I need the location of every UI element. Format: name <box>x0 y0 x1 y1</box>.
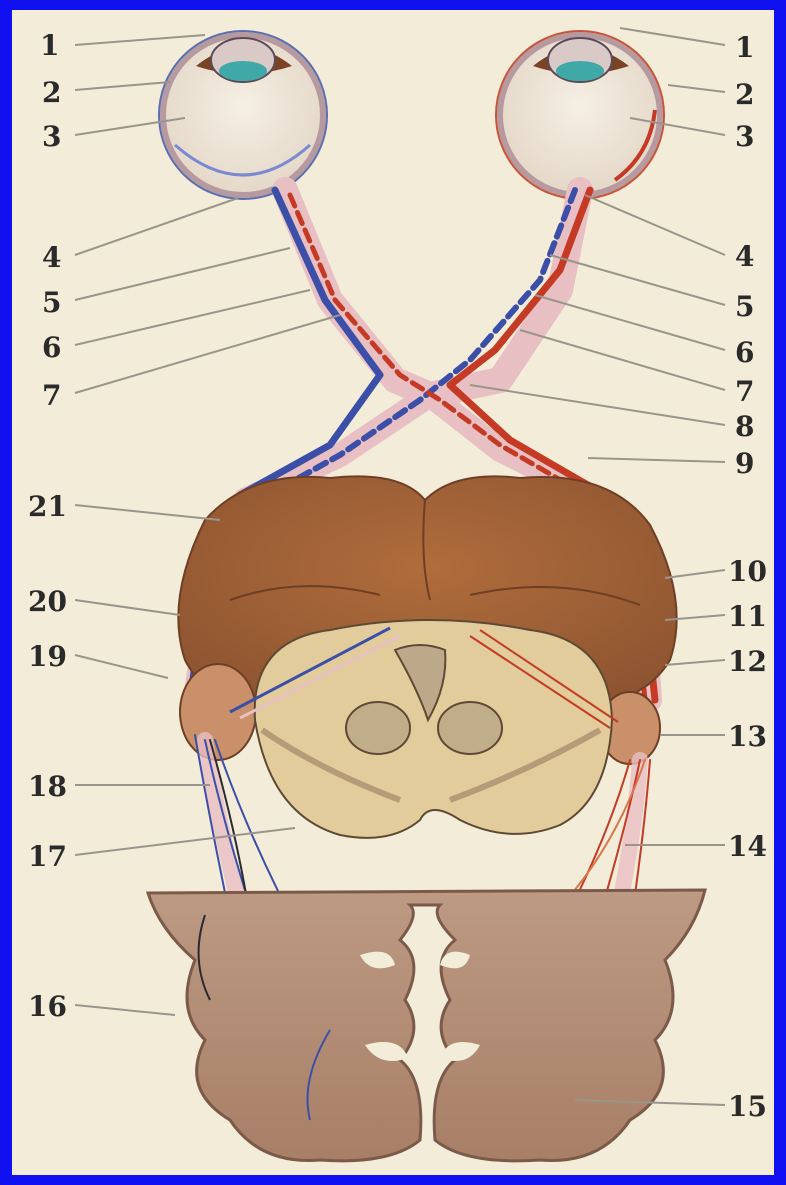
label-left-19: 19 <box>28 640 67 673</box>
label-right-15: 15 <box>728 1090 767 1123</box>
label-right-13: 13 <box>728 720 767 753</box>
label-left-6: 6 <box>42 331 61 364</box>
label-left-17: 17 <box>28 840 67 873</box>
label-right-10: 10 <box>728 555 767 588</box>
label-right-5: 5 <box>735 290 754 323</box>
brainstem-section <box>230 620 618 838</box>
label-right-9: 9 <box>735 447 754 480</box>
label-left-20: 20 <box>28 585 67 618</box>
label-left-18: 18 <box>28 770 67 803</box>
occipital-cortex <box>148 890 705 1161</box>
label-left-2: 2 <box>42 76 61 109</box>
label-left-21: 21 <box>28 490 67 523</box>
label-right-3: 3 <box>735 120 754 153</box>
visual-pathway-diagram: 1 2 3 4 5 6 7 21 20 19 18 17 16 1 2 3 4 … <box>12 10 774 1175</box>
label-left-7: 7 <box>42 379 61 412</box>
label-right-12: 12 <box>728 645 767 678</box>
right-eyeball <box>496 31 664 199</box>
label-left-1: 1 <box>40 29 59 62</box>
diagram-frame: 1 2 3 4 5 6 7 21 20 19 18 17 16 1 2 3 4 … <box>12 10 774 1175</box>
label-right-6: 6 <box>735 336 754 369</box>
label-right-11: 11 <box>728 600 767 633</box>
label-left-16: 16 <box>28 990 67 1023</box>
label-left-4: 4 <box>42 241 61 274</box>
label-left-5: 5 <box>42 286 61 319</box>
label-left-3: 3 <box>42 120 61 153</box>
label-right-4: 4 <box>735 240 754 273</box>
right-labels: 1 2 3 4 5 6 7 8 9 10 11 12 13 14 15 <box>728 31 767 1123</box>
label-right-7: 7 <box>735 375 754 408</box>
label-right-8: 8 <box>735 410 754 443</box>
label-right-1: 1 <box>735 31 754 64</box>
left-labels: 1 2 3 4 5 6 7 21 20 19 18 17 16 <box>28 29 67 1023</box>
label-right-2: 2 <box>735 78 754 111</box>
label-right-14: 14 <box>728 830 767 863</box>
